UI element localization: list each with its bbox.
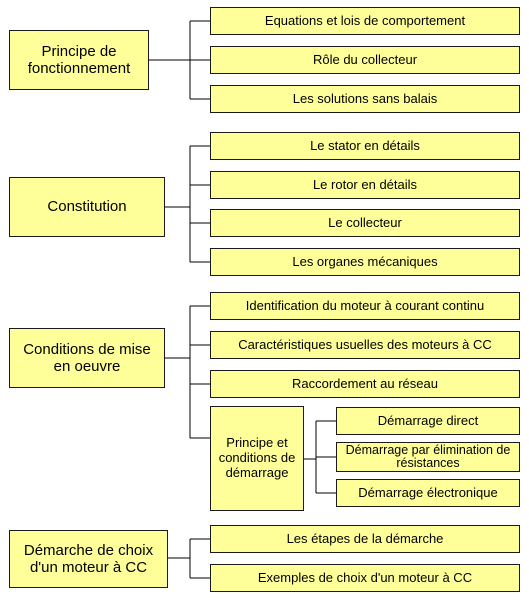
subsubtopic-label: Démarrage électronique xyxy=(358,484,498,500)
subtopic-demarrage-box: Principe et conditions de démarrage xyxy=(210,406,304,511)
subtopic-box: Equations et lois de comportement xyxy=(210,7,520,35)
subtopic-label: Raccordement au réseau xyxy=(292,375,438,391)
subtopic-box: Les solutions sans balais xyxy=(210,85,520,113)
subtopic-box: Raccordement au réseau xyxy=(210,370,520,398)
topic-label: Constitution xyxy=(47,198,127,216)
subtopic-box: Exemples de choix d'un moteur à CC xyxy=(210,564,520,592)
subtopic-label: Rôle du collecteur xyxy=(312,51,418,67)
subtopic-label: Les étapes de la démarche xyxy=(286,530,444,546)
topic-conditions-de-mise-en-oeuvre: Conditions de mise en oeuvre xyxy=(9,328,165,388)
subtopic-label: Equations et lois de comportement xyxy=(264,12,466,28)
topic-label: Démarche de choix d'un moteur à CC xyxy=(23,541,154,576)
topic-principe-de-fonctionnement: Principe de fonctionnement xyxy=(9,30,149,90)
subtopic-label: Le collecteur xyxy=(328,214,402,230)
subtopic-box: Identification du moteur à courant conti… xyxy=(210,292,520,320)
subsubtopic-box: Démarrage électronique xyxy=(336,479,520,507)
topic-demarche-de-choix: Démarche de choix d'un moteur à CC xyxy=(9,530,168,588)
subtopic-box: Les étapes de la démarche xyxy=(210,525,520,553)
subtopic-label: Principe et conditions de démarrage xyxy=(218,435,296,480)
subtopic-box: Rôle du collecteur xyxy=(210,46,520,74)
topic-label: Principe de fonctionnement xyxy=(27,42,131,77)
subtopic-box: Caractéristiques usuelles des moteurs à … xyxy=(210,331,520,359)
subsubtopic-box: Démarrage direct xyxy=(336,407,520,435)
topic-label: Conditions de mise en oeuvre xyxy=(23,340,151,375)
subtopic-box: Le rotor en détails xyxy=(210,171,520,199)
subtopic-label: Identification du moteur à courant conti… xyxy=(245,297,485,313)
subtopic-box: Le stator en détails xyxy=(210,132,520,160)
subtopic-box: Les organes mécaniques xyxy=(210,248,520,276)
subtopic-box: Le collecteur xyxy=(210,209,520,237)
subtopic-label: Caractéristiques usuelles des moteurs à … xyxy=(238,336,492,352)
subtopic-label: Les organes mécaniques xyxy=(292,253,438,269)
subtopic-label: Le stator en détails xyxy=(310,137,420,153)
topic-constitution: Constitution xyxy=(9,177,165,237)
subsubtopic-label: Démarrage par élimination de résistances xyxy=(345,442,511,470)
subsubtopic-box: Démarrage par élimination de résistances xyxy=(336,442,520,472)
subtopic-label: Exemples de choix d'un moteur à CC xyxy=(257,569,473,585)
subtopic-label: Le rotor en détails xyxy=(312,176,418,192)
subsubtopic-label: Démarrage direct xyxy=(377,412,479,428)
subtopic-label: Les solutions sans balais xyxy=(292,90,438,106)
